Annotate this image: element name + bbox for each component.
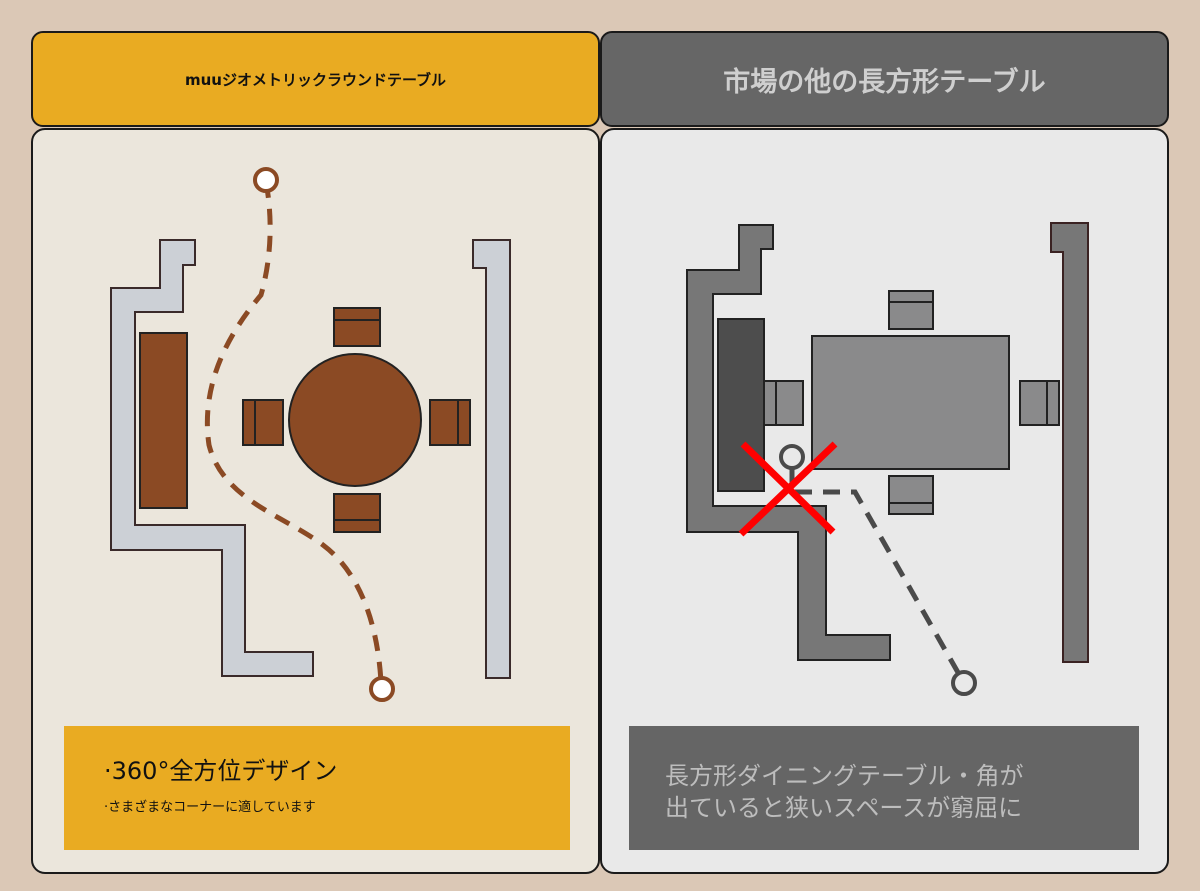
walking-path xyxy=(204,181,384,683)
chair-bottom xyxy=(333,493,381,533)
right-caption: 長方形ダイニングテーブル・角が 出ていると狭いスペースが窮屈に xyxy=(629,726,1139,850)
path-end xyxy=(369,676,395,702)
left-caption: ·360°全方位デザイン ·さまざまなコーナーに適しています xyxy=(64,726,570,850)
rectangle-table xyxy=(811,335,1010,470)
left-caption-sub: ·さまざまなコーナーに適しています xyxy=(104,800,316,815)
left-wall xyxy=(110,239,314,677)
round-table xyxy=(288,353,422,487)
right-wall xyxy=(472,239,511,679)
rectangle-table-floorplan xyxy=(686,222,1089,696)
right-wall xyxy=(1050,222,1089,663)
right-panel: 長方形ダイニングテーブル・角が 出ていると狭いスペースが窮屈に xyxy=(600,128,1169,874)
left-header: muuジオメトリックラウンドテーブル xyxy=(31,31,600,127)
right-caption-line2: 出ていると狭いスペースが窮屈に xyxy=(665,794,1023,822)
left-title: muuジオメトリックラウンドテーブル xyxy=(184,70,447,89)
path-start xyxy=(779,444,805,470)
round-table-floorplan xyxy=(110,167,511,702)
blocked-path xyxy=(789,467,967,685)
chair-bottom xyxy=(888,475,934,515)
right-header: 市場の他の長方形テーブル xyxy=(600,31,1169,127)
chair-top xyxy=(333,307,381,347)
sideboard xyxy=(139,332,188,509)
left-panel: ·360°全方位デザイン ·さまざまなコーナーに適しています xyxy=(31,128,600,874)
blocked-x-icon xyxy=(738,441,838,537)
path-end xyxy=(951,670,977,696)
chair-top xyxy=(888,290,934,330)
left-wall xyxy=(686,224,891,661)
chair-left xyxy=(763,380,804,426)
chair-right xyxy=(1019,380,1060,426)
chair-right xyxy=(429,399,471,446)
left-caption-heading: ·360°全方位デザイン xyxy=(104,757,338,785)
right-caption-line1: 長方形ダイニングテーブル・角が xyxy=(665,762,1024,790)
right-title: 市場の他の長方形テーブル xyxy=(723,66,1046,98)
path-start xyxy=(253,167,279,193)
sideboard xyxy=(717,318,765,492)
chair-left xyxy=(242,399,284,446)
